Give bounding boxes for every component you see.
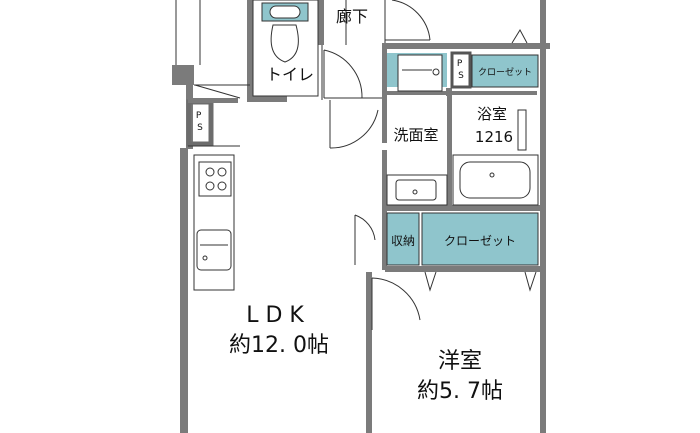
wall-toilet-bottom: [247, 96, 287, 102]
toilet-bowl: [270, 24, 299, 63]
wall-western-left: [366, 272, 372, 433]
label-bath-name: 浴室: [477, 105, 507, 123]
toilet-room-outline: [252, 0, 319, 97]
washer-knob: [432, 68, 440, 76]
wall-right-exterior: [540, 0, 546, 433]
doors: [194, 0, 537, 330]
thin-lines: [175, 0, 386, 147]
closet-bifold-bottom: [424, 271, 537, 292]
label-closet-bath: クローゼット: [478, 66, 532, 78]
wall-bath-left: [447, 93, 452, 208]
label-ps-left: P S: [196, 111, 204, 133]
label-ps-left-p: P: [196, 111, 202, 121]
fixtures: [193, 0, 539, 291]
stove-burners: [198, 161, 232, 197]
toilet-seat: [269, 5, 301, 19]
wall-bath-bottom: [385, 205, 545, 211]
wall-storage-bottom: [385, 266, 545, 272]
label-storage: 収納: [391, 234, 415, 248]
label-washroom: 洗面室: [393, 126, 438, 144]
closet-bath-area: [471, 54, 539, 88]
label-ps-left-s: S: [197, 123, 203, 133]
label-ps-top: P S: [457, 59, 465, 81]
washing-machine: [397, 54, 443, 92]
door-upper-left: [194, 84, 241, 99]
wall-column-upper-left: [172, 65, 194, 85]
wall-toilet-right: [318, 0, 324, 45]
label-bath-size: 1216: [475, 128, 513, 146]
bathtub-inner: [459, 161, 531, 199]
door-western: [371, 277, 421, 330]
wall-ldk-washroom-lower: [382, 150, 387, 210]
wall-left-exterior: [180, 148, 188, 433]
label-ps-top-s: S: [458, 71, 464, 81]
label-western-name: 洋室: [438, 349, 482, 374]
label-ps-top-p: P: [457, 59, 463, 69]
wall-washroom-top: [385, 43, 550, 49]
storage-area: [386, 212, 420, 266]
walls: [172, 0, 550, 433]
ps-top-box: [450, 51, 472, 89]
label-western-size: 約5. 7帖: [417, 379, 503, 404]
label-corridor: 廊下: [336, 7, 368, 26]
label-ldk-size: 約12. 0帖: [229, 333, 329, 358]
closet-bifold-top: [511, 28, 528, 44]
label-toilet: トイレ: [266, 65, 314, 84]
labels: 廊下 トイレ 洗面室 浴室 1216 クローゼット P S P S 収納 クロー…: [196, 7, 532, 404]
wall-washroom-bath-top: [387, 91, 537, 95]
wall-toilet-left: [247, 0, 253, 100]
wall-ldk-washroom: [382, 43, 387, 143]
door-toilet: [323, 49, 363, 99]
kitchen-sink: [196, 229, 232, 271]
door-corridor-top: [385, 0, 431, 41]
label-closet-main: クローゼット: [444, 234, 516, 248]
door-storage: [354, 214, 376, 265]
wall-storage-left: [382, 210, 387, 270]
door-ldk-top: [329, 100, 379, 149]
shower-fixture: [517, 109, 527, 151]
label-ldk-name: L D K: [246, 303, 304, 328]
wall-ldk-top: [188, 98, 238, 103]
closet-main-area: [421, 212, 539, 266]
